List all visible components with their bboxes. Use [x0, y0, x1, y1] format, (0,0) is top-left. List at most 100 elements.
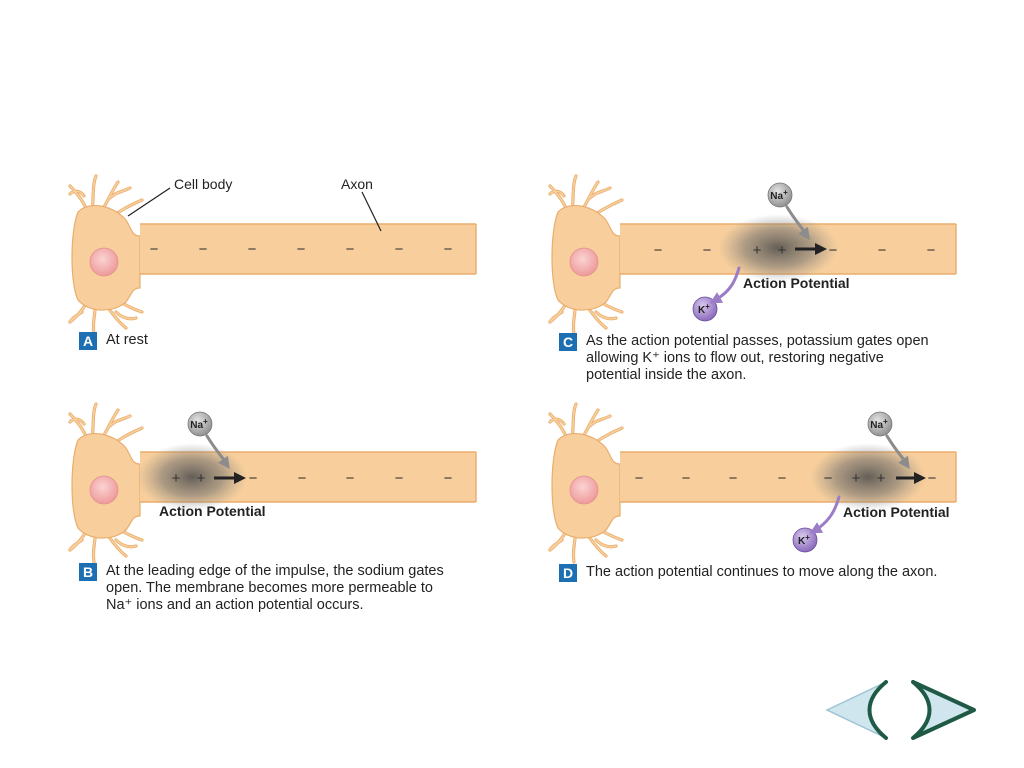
dendrite-highlight — [595, 311, 617, 320]
panel-badge-c: C — [559, 333, 577, 351]
negative-charge: − — [729, 470, 738, 487]
negative-charge: − — [928, 470, 937, 487]
caption-b-line-3: Na⁺ ions and an action potential occurs. — [106, 597, 364, 613]
panel-d: − − − − − + + − Na+ K+ Action Potential — [548, 402, 957, 564]
panel-badge-b: B — [79, 563, 97, 581]
dendrite-highlight — [115, 539, 137, 548]
negative-charge: − — [395, 241, 404, 258]
ion-charge: + — [705, 302, 710, 311]
negative-charge: − — [444, 470, 453, 487]
caption-c-line-3: potential inside the axon. — [586, 367, 747, 383]
dendrite-highlight — [69, 311, 83, 323]
nucleus — [569, 247, 599, 277]
sodium-ion: Na+ — [187, 411, 213, 437]
positive-charge: + — [172, 470, 181, 487]
caption-b-line-2: open. The membrane becomes more permeabl… — [106, 580, 433, 596]
nucleus — [89, 475, 119, 505]
nucleus — [89, 247, 119, 277]
sodium-influx-arrow — [205, 434, 226, 462]
negative-charge: − — [829, 242, 838, 259]
sodium-influx-arrow-head — [798, 226, 810, 241]
sodium-influx-arrow — [785, 205, 806, 233]
action-potential-zone — [137, 443, 247, 511]
action-potential-label: Action Potential — [159, 503, 266, 519]
positive-charge: + — [877, 470, 886, 487]
ion-charge: + — [805, 533, 810, 542]
caption-d-line-1: The action potential continues to move a… — [586, 564, 938, 580]
ion-charge: + — [203, 417, 208, 426]
propagation-arrowhead — [914, 472, 926, 484]
potassium-efflux-arrow — [718, 266, 741, 299]
nucleus — [569, 475, 599, 505]
dendrite-highlight — [69, 418, 85, 425]
negative-charge: − — [927, 242, 936, 259]
panel-b: ++−−−−−Na+Action Potential — [68, 402, 477, 564]
negative-charge: − — [297, 241, 306, 258]
dendrite-highlight — [549, 311, 563, 323]
cell-body-leader — [127, 187, 171, 217]
potassium-efflux-arrow — [818, 495, 841, 529]
action-potential-label: Action Potential — [843, 504, 950, 520]
positive-charge: + — [753, 242, 762, 259]
positive-charge: + — [852, 470, 861, 487]
negative-charge: − — [298, 470, 307, 487]
propagation-arrowhead — [815, 243, 827, 255]
right-arrow-icon — [911, 680, 976, 740]
back-button[interactable] — [824, 678, 890, 742]
caption-c-line-2: allowing K⁺ ions to flow out, restoring … — [586, 350, 884, 366]
negative-charge: − — [635, 470, 644, 487]
negative-charge: − — [346, 241, 355, 258]
sodium-influx-arrow — [885, 434, 906, 462]
sodium-ion: Na+ — [867, 411, 893, 437]
dendrite-highlight — [69, 190, 85, 197]
axon-leader — [361, 191, 382, 232]
action-potential-label: Action Potential — [743, 275, 850, 291]
caption-b-line-1: At the leading edge of the impulse, the … — [106, 563, 444, 579]
negative-charge: − — [346, 470, 355, 487]
sodium-ion: Na+ — [767, 182, 793, 208]
negative-charge: − — [878, 242, 887, 259]
sodium-influx-arrow-head — [898, 455, 910, 470]
negative-charge: − — [444, 241, 453, 258]
negative-charge: − — [824, 470, 833, 487]
potassium-efflux-arrow-head — [709, 292, 724, 304]
panel-c: −−++−−−Na+K+Action Potential — [548, 174, 957, 336]
positive-charge: + — [778, 242, 787, 259]
dendrite-highlight — [109, 415, 131, 427]
propagation-arrowhead — [234, 472, 246, 484]
ion-sphere — [767, 182, 793, 208]
panel-badge-a: A — [79, 332, 97, 350]
potassium-ion: K+ — [792, 527, 818, 553]
ion-charge: + — [883, 417, 888, 426]
ion-sphere — [187, 411, 213, 437]
dendrite-highlight — [595, 539, 617, 548]
dendrite-highlight — [69, 539, 83, 551]
ion-sphere — [867, 411, 893, 437]
negative-charge: − — [395, 470, 404, 487]
negative-charge: − — [654, 242, 663, 259]
next-button[interactable] — [908, 678, 978, 742]
negative-charge: − — [248, 241, 257, 258]
dendrite-highlight — [109, 187, 131, 199]
negative-charge: − — [703, 242, 712, 259]
cell-body-label: Cell body — [174, 176, 232, 192]
left-arrow-icon — [825, 680, 888, 740]
dendrite-highlight — [549, 190, 565, 197]
negative-charge: − — [199, 241, 208, 258]
ion-sphere — [792, 527, 818, 553]
action-potential-zone — [810, 443, 926, 511]
dendrite-highlight — [549, 539, 563, 551]
caption-c-line-1: As the action potential passes, potassiu… — [586, 333, 929, 349]
negative-charge: − — [682, 470, 691, 487]
dendrite-highlight — [589, 415, 611, 427]
dendrite-highlight — [549, 418, 565, 425]
dendrite-highlight — [589, 187, 611, 199]
sodium-influx-arrow-head — [218, 455, 230, 470]
negative-charge: − — [778, 470, 787, 487]
ion-charge: + — [783, 188, 788, 197]
panel-badge-d: D — [559, 564, 577, 582]
positive-charge: + — [197, 470, 206, 487]
axon — [140, 224, 476, 274]
